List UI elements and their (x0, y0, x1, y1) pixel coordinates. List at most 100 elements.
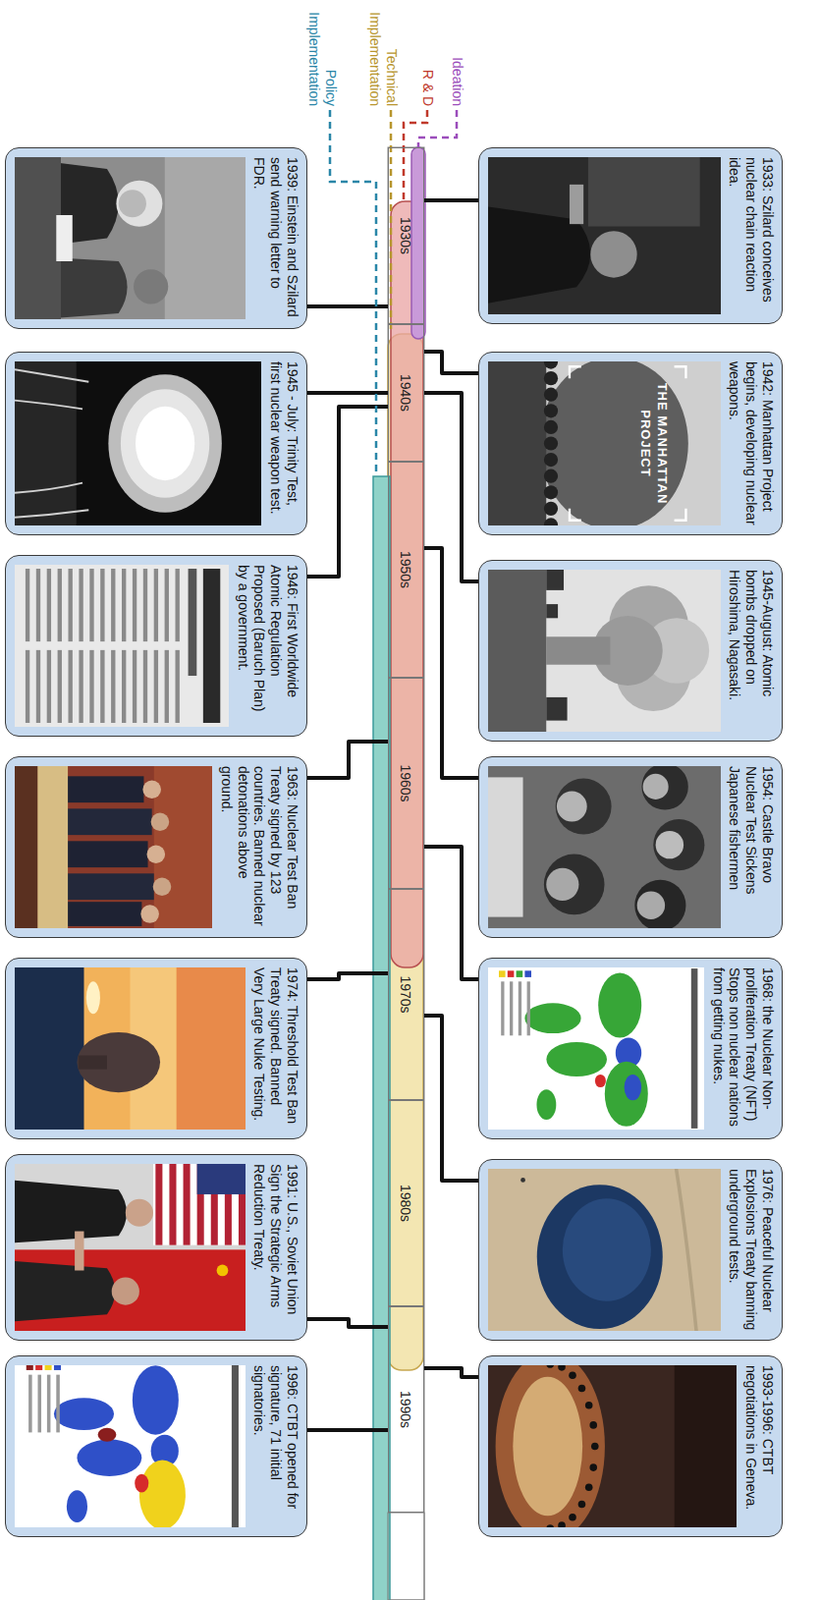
photo (488, 765, 721, 929)
photo-shape (544, 485, 558, 499)
event-box: 1993-1996: CTBT negotiations in Geneva. (478, 1355, 783, 1537)
photo (488, 1365, 737, 1528)
photo-shape (512, 1376, 583, 1517)
photo-frame (488, 1168, 721, 1331)
photo-shape (154, 650, 159, 723)
event-text: 1933: Szilard conceives nuclear chain re… (726, 148, 782, 324)
photo-shape (14, 157, 61, 320)
photo-shape (14, 1180, 127, 1243)
photo-shape (47, 1374, 52, 1433)
photo-shape (89, 568, 94, 642)
photo (488, 967, 705, 1130)
decade-label: 1970s (398, 973, 415, 1015)
photo-shape (585, 1482, 594, 1491)
event-text: 1939: Einstein and Szilard send warning … (251, 148, 307, 328)
photo-frame (488, 569, 721, 732)
photo-shape (498, 970, 506, 978)
photo-shape (14, 967, 246, 1130)
photo-shape (488, 776, 524, 917)
photo-shape (488, 1365, 737, 1528)
photo (14, 157, 246, 320)
photo (488, 1168, 721, 1331)
legend-label: R & D (419, 3, 437, 107)
photo-shape (36, 650, 41, 723)
photo (14, 564, 229, 727)
photo-shape (555, 778, 612, 835)
connector (307, 1427, 388, 1432)
photo-shape (197, 1163, 246, 1195)
photo-shape (14, 1365, 246, 1528)
photo-frame (488, 967, 705, 1130)
photo-shape (143, 650, 148, 723)
photo-shape (569, 366, 582, 379)
photo-shape (108, 374, 221, 513)
photo-shape (62, 840, 149, 868)
photo-shape (74, 1231, 84, 1271)
photo-shape (544, 854, 605, 916)
photo-shape (590, 230, 637, 277)
photo-shape (488, 157, 721, 315)
photo-shape (544, 469, 558, 484)
photo-shape (98, 1427, 117, 1442)
photo-shape (14, 400, 83, 410)
photo-shape (14, 361, 77, 526)
photo-shape (488, 569, 721, 732)
photo-shape (14, 967, 85, 1130)
photo-shape (153, 1163, 246, 1246)
timeline-cell (387, 1512, 425, 1600)
decade-label: 1950s (398, 548, 415, 591)
photo-frame (488, 157, 721, 315)
event-text: 1976: Peaceful Nuclear Explosions Treaty… (726, 1159, 782, 1340)
event-text: 1946: First Worldwide Atomic Regulation … (234, 555, 307, 736)
photo-shape (544, 452, 558, 467)
photo-frame: THE MANHATTAN PROJECT (488, 361, 721, 526)
photo-shape (488, 765, 721, 929)
photo-shape (544, 371, 558, 385)
photo-shape (78, 1055, 108, 1070)
photo-shape (14, 1163, 246, 1331)
photo-shape (111, 1277, 140, 1306)
photo-shape (140, 904, 160, 924)
photo-shape (14, 483, 83, 493)
decade-label: 1940s (398, 372, 415, 414)
decade-cell: 1940s (387, 324, 425, 462)
photo-shape (164, 568, 169, 642)
photo-shape (488, 361, 721, 526)
photo (14, 1365, 246, 1528)
photo-shape (516, 970, 524, 978)
photo-shape (509, 981, 513, 1036)
decade-cell: 1950s (387, 461, 425, 678)
photo-shape (57, 568, 62, 642)
photo-caption: THE MANHATTAN PROJECT (636, 361, 670, 526)
photo-shape (14, 509, 89, 518)
photo-shape (143, 568, 148, 642)
decade-label: 1930s (398, 215, 415, 257)
event-text: 1993-1996: CTBT negotiations in Geneva. (742, 1356, 782, 1536)
photo-shape (38, 1374, 43, 1433)
legend-bracket (418, 109, 457, 148)
legend-label: Technical Implementation (366, 3, 400, 107)
photo-shape (557, 1521, 566, 1528)
photo-shape (595, 1074, 606, 1088)
photo-shape (62, 873, 155, 900)
photo-frame (488, 1365, 737, 1528)
photo-shape (164, 650, 169, 723)
photo-shape (537, 1184, 663, 1329)
photo (488, 569, 721, 732)
photo (488, 361, 721, 526)
photo (14, 765, 213, 929)
connector (424, 547, 479, 778)
photo-shape (14, 157, 246, 320)
photo-shape (134, 1474, 149, 1493)
photo-frame (488, 765, 721, 929)
photo-shape (546, 1524, 554, 1528)
photo-shape (598, 973, 642, 1039)
photo-shape (604, 1061, 649, 1127)
photo-shape (591, 1442, 600, 1451)
connector (307, 741, 388, 778)
photo-shape (110, 568, 115, 642)
photo-shape (557, 1365, 566, 1371)
photo-frame (14, 765, 213, 929)
